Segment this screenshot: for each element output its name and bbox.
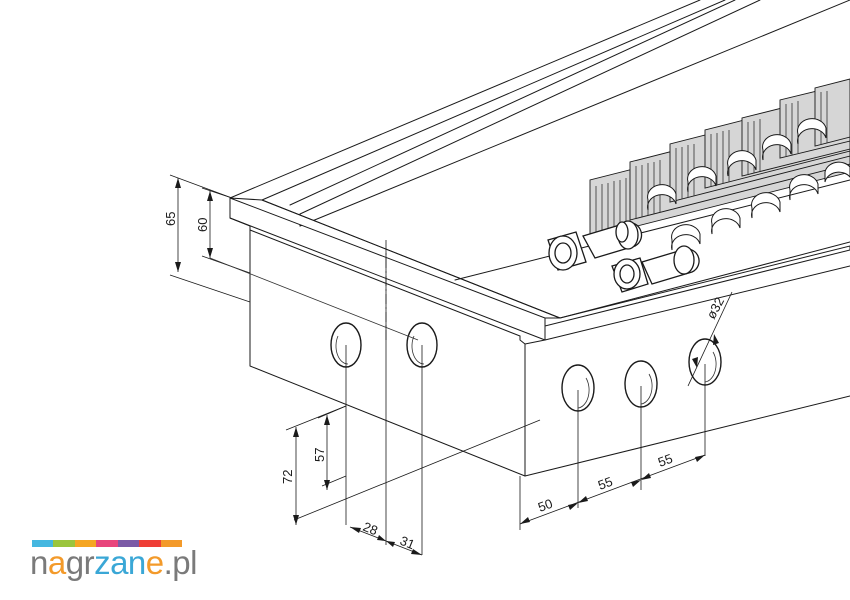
dim-50-label: 50	[536, 496, 555, 515]
left-flange-bottom-edge	[229, 217, 546, 341]
left-wall-outline	[249, 229, 526, 477]
color-bar	[160, 540, 182, 547]
pipe-bends	[647, 118, 850, 251]
dim-diameter-label: ø32	[703, 295, 727, 322]
front-wall-bottom	[524, 395, 850, 477]
dim-65-label: 65	[163, 212, 178, 226]
front-hole-extensions	[519, 364, 706, 530]
back-rail-edge	[261, 0, 726, 201]
back-rail-lip	[299, 0, 761, 215]
dim-front-spacing: 50 55 55	[519, 451, 706, 525]
dim-72-label: 72	[280, 470, 295, 484]
dim-31-label: 31	[398, 533, 417, 552]
back-rail-inner	[289, 0, 736, 206]
brand-color-bars	[32, 540, 182, 547]
brand-logo: nagrzane.pl	[30, 538, 220, 588]
color-bar	[117, 540, 140, 547]
front-wall-holes	[561, 338, 722, 412]
dim-55-label-1: 55	[596, 474, 615, 493]
front-corner-link	[524, 339, 546, 345]
color-bar	[32, 540, 54, 547]
left-flange-top	[229, 197, 561, 319]
pipe-fitting-upper	[547, 220, 643, 271]
dim-hole-height: 72 57	[280, 405, 347, 525]
tray-housing	[229, 0, 850, 477]
color-bar	[74, 540, 97, 547]
dim-diameter: ø32	[687, 291, 733, 387]
dim-57-label: 57	[312, 448, 327, 462]
dim-hole-offset: 28 31	[349, 519, 423, 556]
color-bar	[96, 540, 118, 547]
dim-28-label: 28	[361, 519, 380, 538]
fin-block-7	[814, 78, 850, 147]
brand-name: nagrzane.pl	[30, 544, 198, 581]
dim-60-label: 60	[195, 218, 210, 232]
back-rail-outer	[229, 0, 701, 199]
left-wall-holes	[330, 322, 438, 368]
front-corner-wall	[519, 335, 526, 477]
heat-exchanger	[589, 78, 850, 251]
pipe-fitting-lower	[611, 245, 700, 293]
front-flange-inner	[559, 241, 850, 319]
left-hole-extensions	[293, 250, 541, 555]
color-bar	[53, 540, 75, 547]
color-bar	[139, 540, 161, 547]
dim-55-label-2: 55	[656, 451, 675, 470]
dim-height: 65 60	[163, 174, 419, 341]
back-inner-wall	[299, 0, 850, 227]
left-flange-inner-edge	[261, 199, 561, 319]
front-flange-lower-edge	[544, 265, 850, 341]
left-wall-top	[249, 229, 521, 337]
inner-floor-line	[454, 179, 850, 281]
